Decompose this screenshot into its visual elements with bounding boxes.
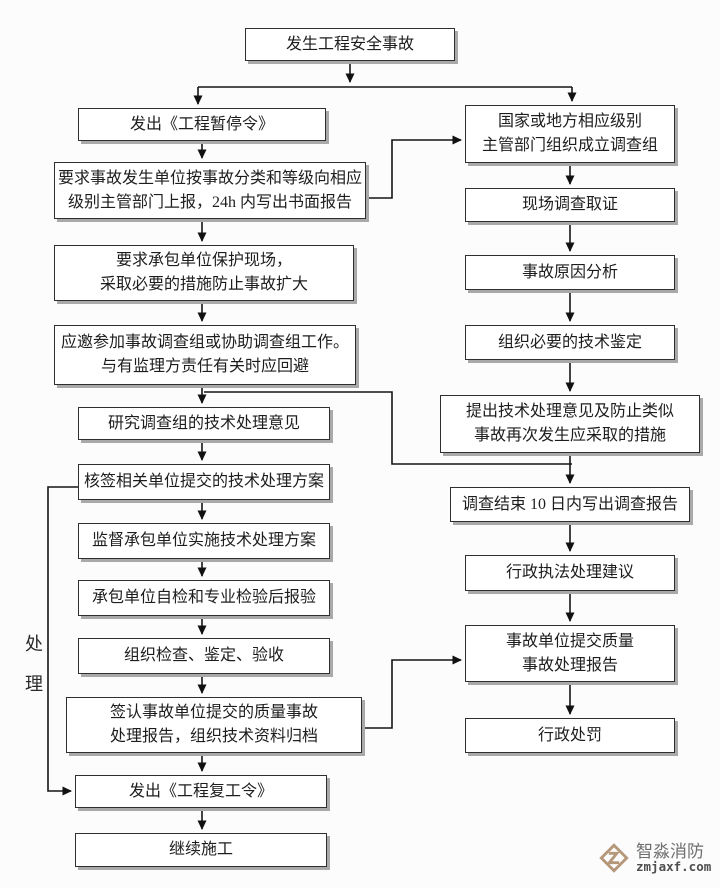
node-enforcement-suggestion: 行政执法处理建议: [465, 555, 675, 591]
node-contractor-selfcheck: 承包单位自检和专业检验后报验: [78, 580, 330, 616]
watermark: 智淼消防 zmjaxf.com: [597, 840, 711, 876]
connector-bypass-left: [47, 486, 78, 796]
node-resume-order: 发出《工程复工令》: [75, 775, 327, 808]
watermark-domain: zmjaxf.com: [636, 859, 712, 875]
phase-label-handling: 处理: [23, 634, 43, 714]
node-supervise-implementation: 监督承包单位实施技术处理方案: [78, 523, 330, 559]
brand-logo-icon: [599, 843, 629, 873]
node-investigation-report: 调查结束 10 日内写出调查报告: [450, 487, 690, 522]
connector: [366, 135, 462, 199]
node-countersign-plan: 核签相关单位提交的技术处理方案: [78, 464, 330, 500]
node-technical-appraisal: 组织必要的技术鉴定: [465, 325, 675, 360]
node-protect-site: 要求承包单位保护现场， 采取必要的措施防止事故扩大: [54, 245, 354, 301]
node-organize-acceptance: 组织检查、鉴定、验收: [78, 638, 330, 674]
node-join-investigation: 应邀参加事故调查组或协助调查组工作。 与有监理方责任有关时应回避: [54, 325, 356, 385]
node-study-opinion: 研究调查组的技术处理意见: [78, 407, 330, 440]
node-propose-measures: 提出技术处理意见及防止类似 事故再次发生应采取的措施: [440, 395, 700, 453]
node-sign-report-archive: 签认事故单位提交的质量事故 处理报告，组织技术资料归档: [66, 697, 362, 753]
node-administrative-penalty: 行政处罚: [465, 718, 675, 753]
node-continue-construction: 继续施工: [75, 833, 327, 867]
node-form-investigation-team: 国家或地方相应级别 主管部门组织成立调查组: [465, 105, 675, 163]
node-suspend-order: 发出《工程暂停令》: [78, 108, 326, 141]
node-cause-analysis: 事故原因分析: [465, 255, 675, 290]
node-submit-quality-report: 事故单位提交质量 事故处理报告: [465, 625, 675, 682]
node-report-24h: 要求事故发生单位按事故分类和等级向相应 级别主管部门上报，24h 内写出书面报告: [54, 162, 366, 219]
connector: [204, 391, 572, 465]
watermark-brand: 智淼消防: [636, 841, 704, 861]
node-site-evidence: 现场调查取证: [465, 188, 675, 222]
node-accident-occurs: 发生工程安全事故: [245, 28, 455, 61]
connector-to-quality-report: [362, 655, 462, 729]
